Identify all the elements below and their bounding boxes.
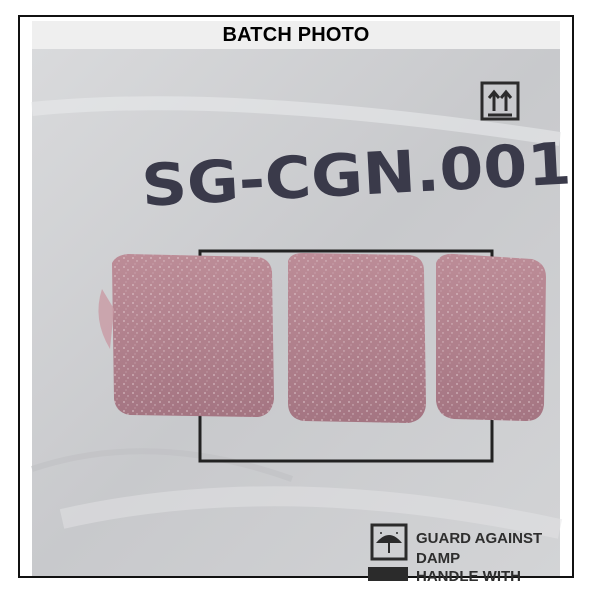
gummy-right (436, 253, 546, 421)
this-side-up-icon (480, 81, 520, 121)
bag-label-guard: GUARD AGAINST (416, 530, 542, 547)
keep-dry-umbrella-icon (370, 523, 408, 561)
batch-photo-panel: BATCH PHOTO (18, 15, 574, 585)
batch-photo: SG-CGN.001 (31, 49, 573, 585)
bag-label-handle: HANDLE WITH (416, 568, 521, 585)
gummy-middle (288, 253, 426, 423)
gummy-left (98, 254, 274, 417)
bag-label-damp: DAMP (416, 550, 460, 567)
panel-title: BATCH PHOTO (32, 21, 560, 49)
